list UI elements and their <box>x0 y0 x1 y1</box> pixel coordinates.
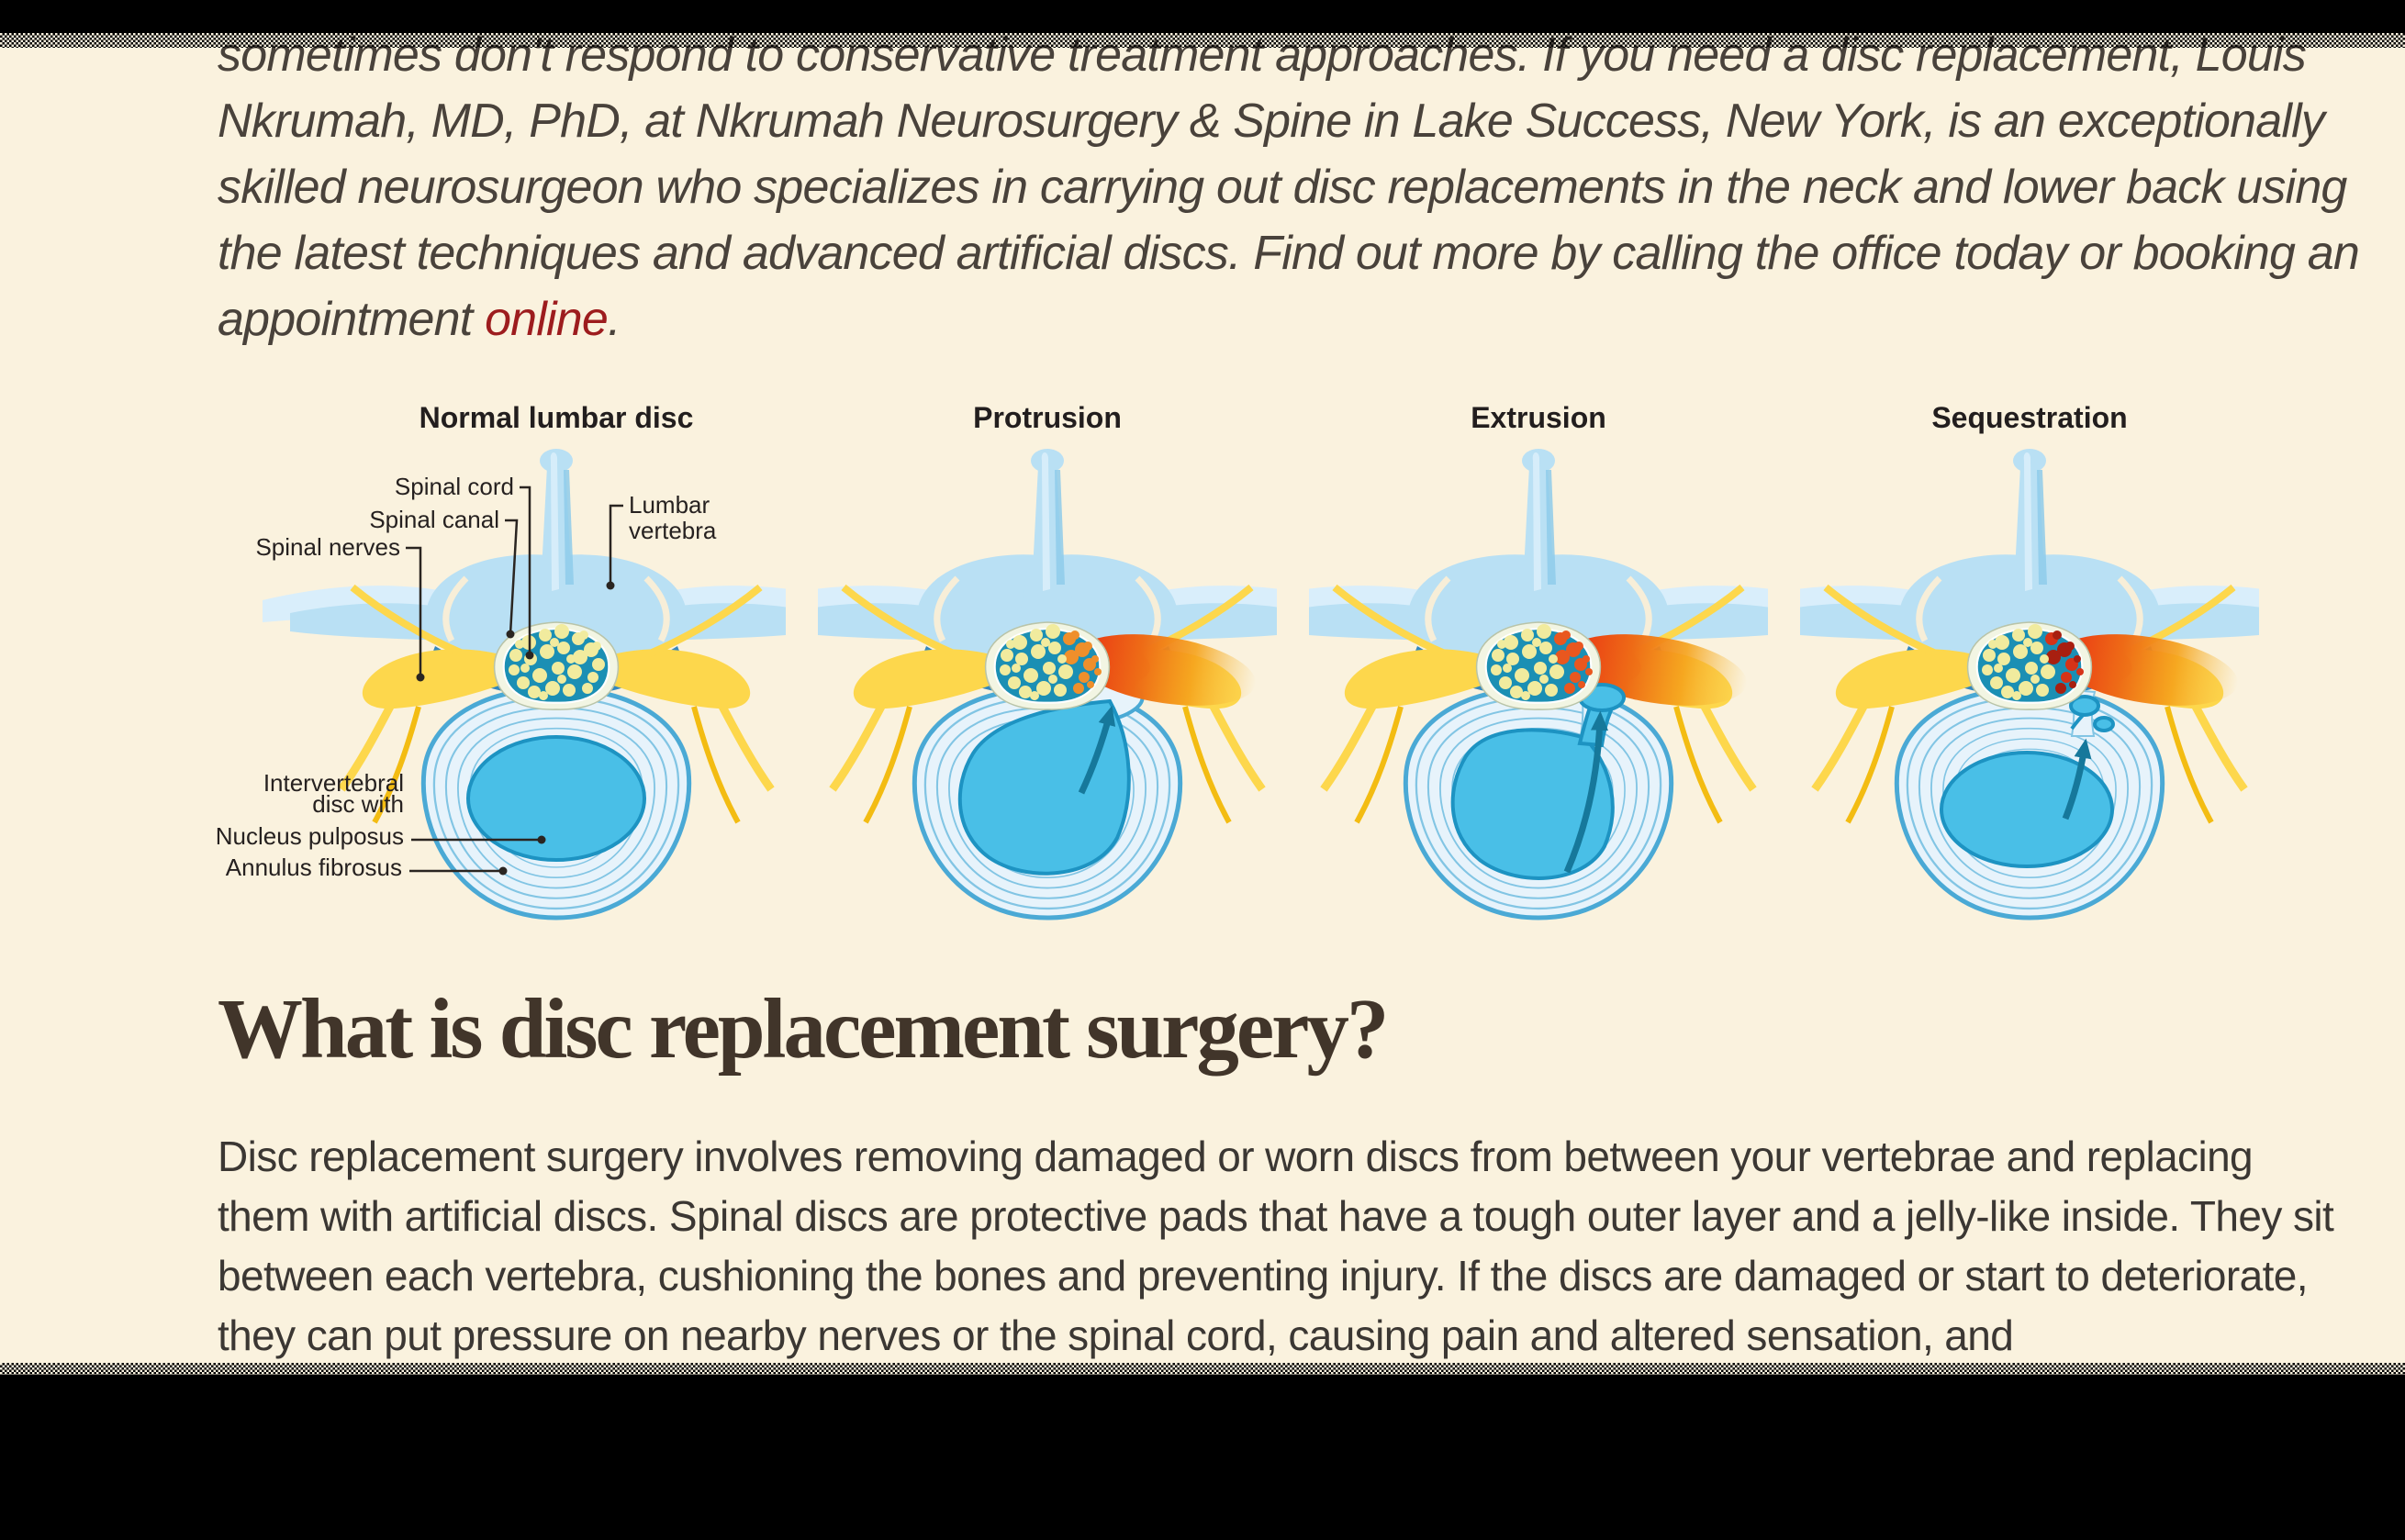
online-link[interactable]: online <box>485 293 609 346</box>
panel-title-normal: Normal lumbar disc <box>419 401 694 434</box>
label-annulus-fibrosus: Annulus fibrosus <box>226 854 402 881</box>
label-intervertebral-disc: Intervertebral <box>263 769 404 797</box>
label-lumbar-vertebra: Lumbar <box>629 491 710 519</box>
label-spinal-nerves: Spinal nerves <box>255 533 400 561</box>
diagram-panel-protrusion: Protrusion <box>818 402 1277 947</box>
extrusion-illustration <box>1309 449 1768 921</box>
diagram-panel-sequestration: Sequestration <box>1800 402 2259 947</box>
intro-period: . <box>608 293 621 346</box>
lumbar-disc-diagram: Normal lumbar disc <box>79 402 2259 947</box>
section-body-paragraph: Disc replacement surgery involves removi… <box>218 1133 2334 1359</box>
section-heading: What is disc replacement surgery? <box>218 982 1389 1077</box>
bottom-letterbox-bar <box>0 1363 2405 1540</box>
protrusion-illustration <box>818 449 1277 921</box>
panel-title-extrusion: Extrusion <box>1471 401 1606 434</box>
diagram-panel-extrusion: Extrusion <box>1309 402 1768 947</box>
top-letterbox-bar <box>0 0 2405 48</box>
panel-title-sequestration: Sequestration <box>1931 401 2128 434</box>
label-nucleus-pulposus: Nucleus pulposus <box>216 822 404 850</box>
sequestration-illustration <box>1800 449 2259 921</box>
panel-title-protrusion: Protrusion <box>973 401 1122 434</box>
label-lumbar-vertebra-2: vertebra <box>629 517 717 544</box>
leader-lines <box>406 485 623 876</box>
label-intervertebral-disc-2: disc with <box>312 790 404 818</box>
label-spinal-cord: Spinal cord <box>395 473 514 500</box>
label-spinal-canal: Spinal canal <box>369 506 499 533</box>
intro-paragraph: sometimes don't respond to conservative … <box>218 22 2371 352</box>
diagram-panel-normal: Normal lumbar disc <box>79 402 786 947</box>
normal-disc-illustration: Spinal cord Spinal canal Spinal nerves L… <box>216 449 786 921</box>
